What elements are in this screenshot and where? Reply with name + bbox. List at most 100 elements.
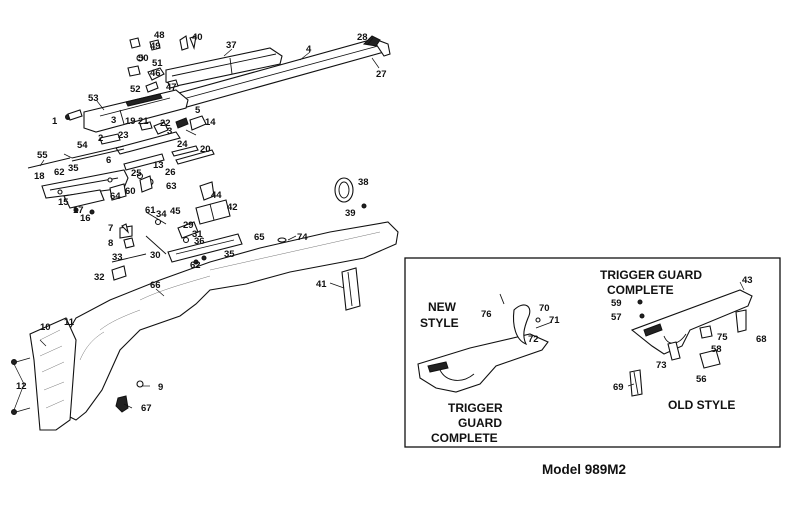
part-number-39: 39: [345, 208, 356, 219]
part-numbers: 1 2 3 3 4 5 6 7 8 9 10 11 12 13 14 15 16…: [16, 30, 767, 414]
part-number-9: 9: [158, 382, 163, 393]
part-number-73: 73: [656, 360, 667, 371]
part-number-62a: 62: [54, 167, 65, 178]
part-number-66: 66: [150, 280, 161, 291]
receiver-cover: [165, 47, 283, 87]
part-number-1: 1: [52, 116, 58, 127]
part-number-25: 25: [131, 168, 142, 179]
barrel-band: [334, 177, 367, 209]
part-number-56: 56: [696, 374, 707, 385]
part-number-59: 59: [611, 298, 622, 309]
tgc-left-line-3: COMPLETE: [431, 431, 498, 445]
part-number-40: 40: [192, 32, 203, 43]
part-number-20: 20: [200, 144, 211, 155]
part-number-3a: 3: [111, 115, 116, 126]
part-number-63: 63: [166, 181, 177, 192]
small-top-parts: [127, 35, 197, 93]
part-number-26: 26: [165, 167, 176, 178]
tgc-left-line-1: TRIGGER: [448, 401, 503, 415]
part-number-24: 24: [177, 139, 188, 150]
part-number-13: 13: [153, 160, 164, 171]
small-parts-mid: [111, 211, 243, 281]
part-number-51: 51: [152, 58, 163, 69]
part-number-64: 64: [110, 191, 121, 202]
leaders: [13, 37, 745, 411]
old-style-label: OLD STYLE: [668, 398, 735, 412]
receiver: [65, 89, 189, 133]
part-number-45: 45: [170, 206, 181, 217]
part-number-44: 44: [211, 190, 222, 201]
part-number-53: 53: [88, 93, 99, 104]
part-number-18: 18: [34, 171, 45, 182]
part-number-67: 67: [141, 403, 152, 414]
part-number-4: 4: [306, 44, 312, 55]
part-number-41: 41: [316, 279, 327, 290]
part-number-31: 31: [192, 229, 203, 240]
old-style-trigger-guard: [629, 289, 753, 397]
part-number-72: 72: [528, 334, 539, 345]
stock: [11, 221, 399, 431]
trigger-guard-complete-right-label: TRIGGER GUARD COMPLETE: [600, 268, 705, 297]
part-number-71: 71: [549, 315, 560, 326]
part-number-23: 23: [118, 130, 129, 141]
part-number-69: 69: [613, 382, 624, 393]
part-number-27: 27: [376, 69, 387, 80]
part-number-46: 46: [150, 68, 161, 79]
part-number-6: 6: [106, 155, 111, 166]
part-number-74: 74: [297, 232, 308, 243]
part-number-28: 28: [357, 32, 368, 43]
part-number-34: 34: [156, 209, 167, 220]
part-number-68: 68: [756, 334, 767, 345]
part-number-65: 65: [254, 232, 265, 243]
part-number-47: 47: [166, 82, 177, 93]
part-number-43: 43: [742, 275, 753, 286]
inset-box: [404, 257, 781, 448]
part-number-3b: 3: [167, 126, 172, 137]
part-number-35b: 35: [224, 249, 235, 260]
part-number-75: 75: [717, 332, 728, 343]
part-number-52: 52: [130, 84, 141, 95]
part-number-54: 54: [77, 140, 88, 151]
new-style-line-2: STYLE: [420, 316, 459, 330]
part-number-33: 33: [112, 252, 123, 263]
part-number-60: 60: [125, 186, 136, 197]
part-number-32: 32: [94, 272, 105, 283]
new-style-line-1: NEW: [428, 300, 457, 314]
part-number-58: 58: [711, 344, 722, 355]
part-number-76: 76: [481, 309, 492, 320]
part-number-70: 70: [539, 303, 550, 314]
part-number-17: 17: [73, 205, 84, 216]
part-number-61: 61: [145, 205, 156, 216]
part-number-8: 8: [108, 238, 113, 249]
part-number-21: 21: [138, 116, 149, 127]
part-number-11: 11: [64, 317, 75, 328]
part-number-30: 30: [150, 250, 161, 261]
tgc-left-line-2: GUARD: [458, 416, 502, 430]
magazine: [341, 267, 361, 311]
part-number-49: 49: [150, 41, 161, 52]
part-number-19: 19: [125, 116, 136, 127]
tgc-right-line-1: TRIGGER GUARD: [600, 268, 702, 282]
part-number-12: 12: [16, 381, 27, 392]
part-number-37: 37: [226, 40, 237, 51]
model-title: Model 989M2: [542, 462, 626, 477]
part-number-36: 36: [194, 236, 205, 247]
part-number-5: 5: [195, 105, 201, 116]
part-number-29: 29: [183, 220, 194, 231]
part-number-50: 50: [138, 53, 149, 64]
part-number-35a: 35: [68, 163, 79, 174]
new-style-trigger-guard: [417, 293, 553, 393]
part-number-57: 57: [611, 312, 622, 323]
tgc-right-line-2: COMPLETE: [607, 283, 674, 297]
part-number-62b: 62: [190, 260, 201, 271]
part-number-2: 2: [98, 133, 103, 144]
part-number-7: 7: [108, 223, 113, 234]
part-number-16: 16: [80, 213, 91, 224]
trigger-housing: [41, 169, 231, 225]
part-number-55: 55: [37, 150, 48, 161]
bolt-parts: [27, 115, 215, 186]
part-number-38: 38: [358, 177, 369, 188]
trigger-guard-complete-left-label: TRIGGER GUARD COMPLETE: [431, 401, 506, 445]
part-number-48: 48: [154, 30, 165, 41]
